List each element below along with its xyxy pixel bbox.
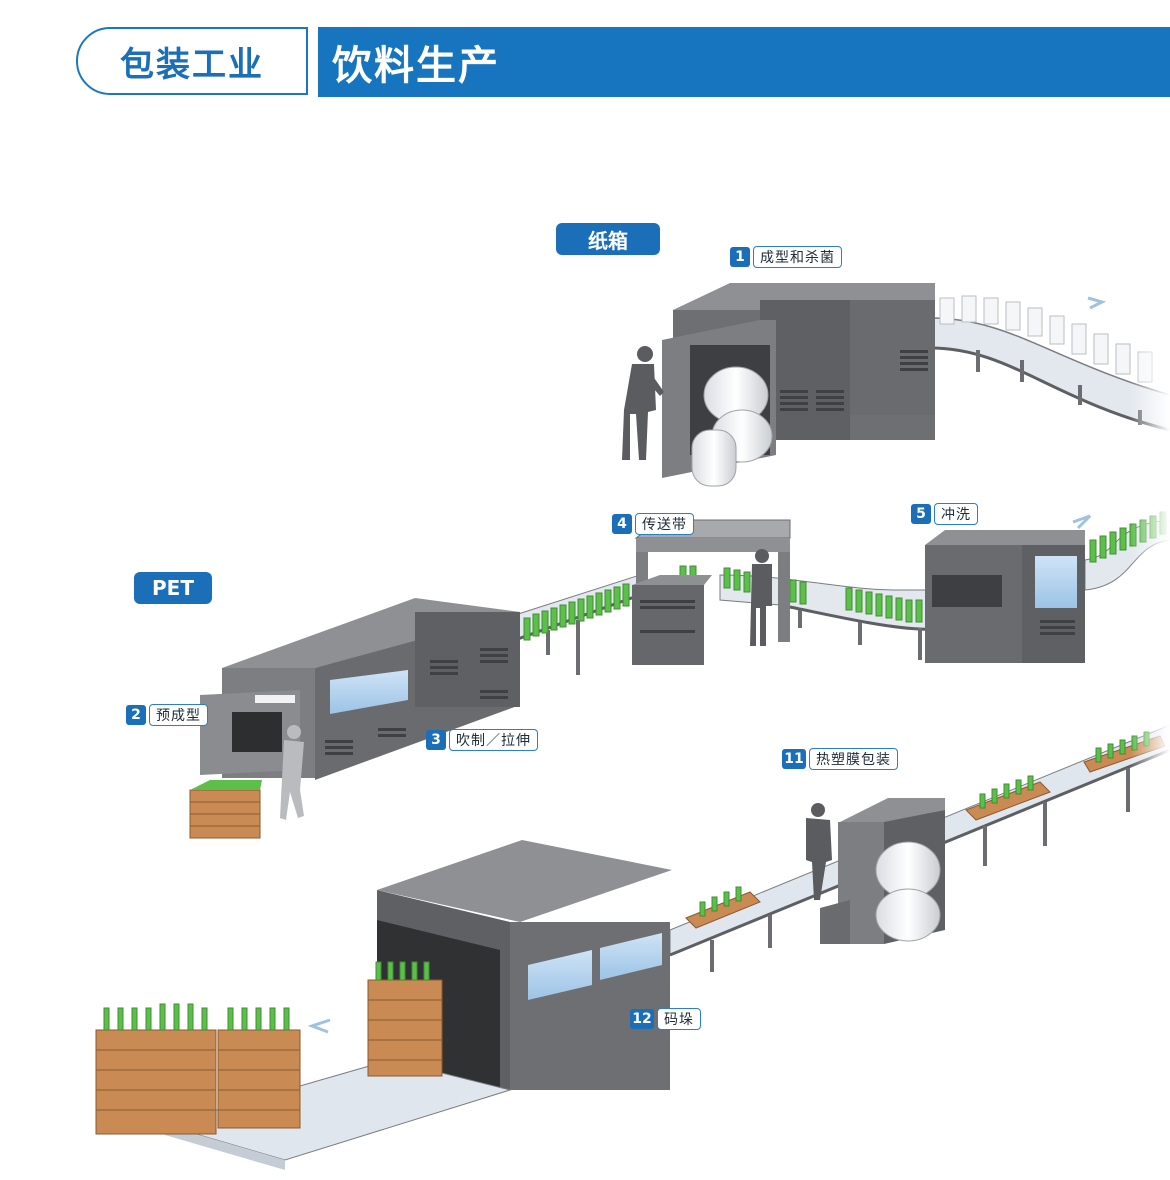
carton-boxes	[939, 295, 1153, 383]
step-label: 预成型	[149, 704, 208, 726]
step-1: 1 成型和杀菌	[730, 246, 842, 268]
forming-machine	[662, 283, 935, 487]
step-5: 5 冲洗	[911, 503, 978, 525]
step-number: 11	[782, 749, 806, 769]
step-label: 吹制／拉伸	[449, 729, 538, 751]
step-number: 1	[730, 247, 750, 267]
blow-molding-machine	[200, 598, 520, 780]
section-tag-carton: 纸箱	[556, 223, 660, 255]
operator-figure-1	[622, 346, 664, 460]
operator-figure-4	[806, 803, 832, 900]
pallet-conveyor	[163, 1059, 512, 1170]
step-number: 2	[126, 705, 146, 725]
operator-figure-2	[280, 725, 304, 820]
pallet-stacks	[95, 961, 443, 1135]
step-3: 3 吹制／拉伸	[426, 729, 538, 751]
shrink-wrap-machine	[820, 798, 945, 944]
step-label: 冲洗	[934, 503, 978, 525]
category-badge: 包装工业	[76, 27, 308, 95]
step-12: 12 码垛	[630, 1008, 701, 1030]
page-title: 饮料生产	[318, 27, 1170, 97]
step-number: 3	[426, 730, 446, 750]
flow-arrow-icon-3	[307, 1018, 331, 1034]
flow-arrow-icon-2	[1072, 514, 1092, 530]
carton-conveyor	[929, 317, 1170, 432]
step-4: 4 传送带	[612, 513, 694, 535]
operator-figure-3	[750, 549, 772, 646]
step-number: 4	[612, 514, 632, 534]
preform-crates	[189, 780, 262, 839]
section-tag-pet: PET	[134, 572, 212, 604]
step-number: 12	[630, 1009, 654, 1029]
step-label: 成型和杀菌	[753, 246, 842, 268]
right-edge-fade	[1130, 100, 1170, 1180]
step-number: 5	[911, 504, 931, 524]
step-label: 码垛	[657, 1008, 701, 1030]
step-11: 11 热塑膜包装	[782, 748, 898, 770]
step-label: 传送带	[635, 513, 694, 535]
flow-arrow-icon	[1087, 296, 1107, 310]
rinse-machine	[925, 530, 1085, 663]
step-2: 2 预成型	[126, 704, 208, 726]
step-label: 热塑膜包装	[809, 748, 898, 770]
